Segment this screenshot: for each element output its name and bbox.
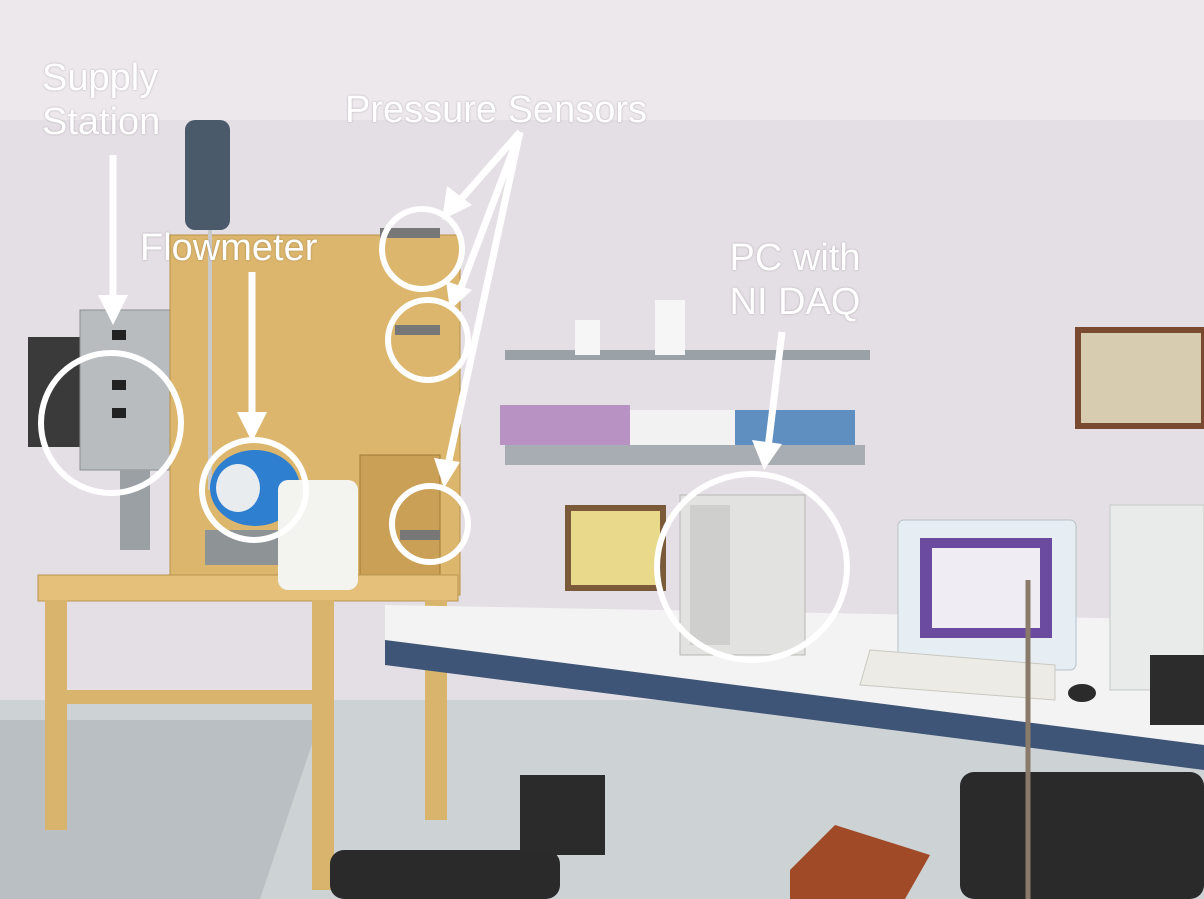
arrowhead	[446, 281, 472, 310]
books	[500, 405, 630, 445]
pc-circle	[654, 471, 850, 663]
switch	[112, 330, 126, 340]
water-canister	[278, 480, 358, 590]
books	[630, 410, 735, 445]
pressure-sensors-label: Pressure Sensors	[345, 89, 648, 131]
chair	[330, 850, 560, 899]
pressure-sensor-fitting	[380, 228, 440, 238]
pc-daq-label: PC with NI DAQ	[705, 236, 885, 324]
screen-window	[932, 548, 1040, 628]
glass	[575, 320, 600, 355]
certificate-frame	[565, 505, 666, 591]
keyboard	[859, 649, 1056, 701]
switch	[112, 380, 126, 390]
supply-station-label-line2: Station	[42, 101, 161, 143]
arrowhead	[752, 440, 782, 470]
flowmeter-display	[216, 464, 260, 512]
chair	[960, 772, 1204, 899]
pressure-sensor-circle	[385, 297, 471, 383]
upper-shelf	[505, 350, 870, 360]
pressure-sensor-fitting	[395, 325, 440, 335]
mouse	[1068, 684, 1096, 702]
pc-front-panel	[690, 505, 730, 645]
books	[735, 410, 855, 445]
sensor-stand	[359, 454, 441, 596]
desk-edge	[385, 640, 1204, 770]
pressure-sensor-fitting	[400, 530, 440, 540]
flowmeter-label: Flowmeter	[140, 227, 318, 269]
lower-shelf	[505, 445, 865, 465]
floor-tiles	[0, 720, 320, 899]
pressure-sensor-circle	[389, 483, 471, 565]
annotation-arrows	[98, 129, 786, 488]
pc-daq-label-line2: NI DAQ	[729, 281, 861, 323]
supply-station-label-line1: Supply	[42, 57, 159, 99]
printer-tray	[1150, 655, 1204, 725]
water-tank	[185, 120, 230, 230]
pressure-sensor-arrow	[459, 129, 523, 201]
table-top	[37, 574, 459, 602]
pressure-sensor-circle	[379, 206, 465, 292]
arrowhead	[237, 412, 267, 442]
table-rail	[60, 690, 320, 704]
pressure-sensor-arrow	[456, 130, 524, 292]
arrowhead	[442, 186, 472, 220]
box	[520, 775, 605, 855]
table-leg	[45, 600, 67, 830]
jar	[655, 300, 685, 355]
arrowhead	[434, 458, 460, 488]
table-leg	[312, 600, 334, 890]
wall-upper	[0, 0, 1204, 120]
arrowhead	[98, 295, 128, 325]
supply-station-cabinet	[79, 309, 176, 471]
supply-station-label: Supply Station	[42, 56, 160, 144]
flowmeter-circle	[199, 437, 309, 543]
wall-certificate	[1075, 327, 1204, 429]
pc-daq-label-line1: PC with	[729, 237, 861, 279]
wall-panel	[28, 337, 88, 447]
pc-arrow	[764, 331, 786, 449]
pressure-sensor-arrow	[444, 131, 524, 466]
supply-station-circle	[38, 350, 184, 496]
book	[790, 825, 930, 899]
switch	[112, 408, 126, 418]
